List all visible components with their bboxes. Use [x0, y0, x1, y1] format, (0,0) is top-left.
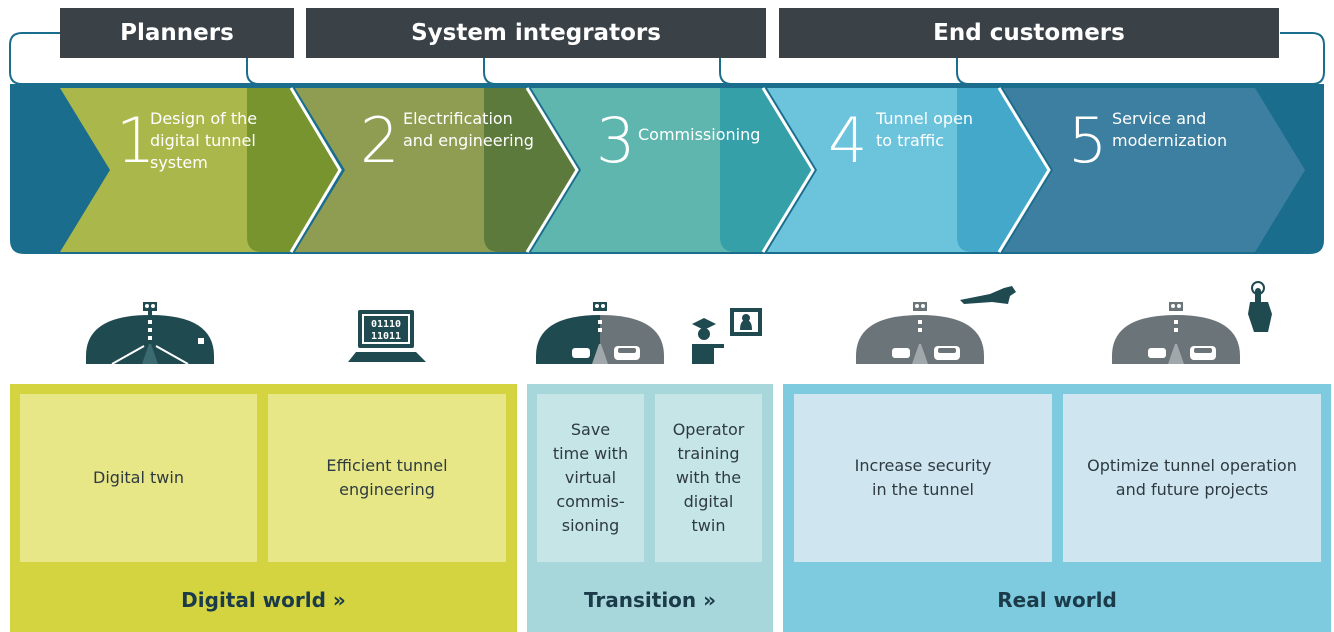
tunnel-icon: [86, 302, 214, 365]
digital-twin-box: Digital twin: [20, 394, 257, 562]
step-5-chevron: [1003, 88, 1305, 252]
step-2-number: 2: [360, 104, 400, 177]
optimize-operation-box: Optimize tunnel operation and future pro…: [1063, 394, 1321, 562]
tunnel-traffic-hand-icon: [856, 286, 1016, 364]
step-4-number: 4: [828, 104, 868, 177]
overlap-zone: [247, 88, 340, 252]
chevron-edge: [525, 87, 579, 253]
step-2-label: Electrification and engineering: [403, 109, 534, 150]
step-1-number: 1: [116, 104, 156, 177]
tunnel-traffic-icon: [536, 302, 664, 364]
bracket-divider: [956, 58, 970, 85]
step-1-label: Design of the digital tunnel system: [150, 109, 258, 172]
tab-end-customers: End customers: [779, 8, 1279, 58]
virtual-commissioning-box: Save time with virtual commis- sioning: [537, 394, 644, 562]
laptop-binary-icon: 01110 11011: [348, 310, 426, 362]
overlap-zone: [484, 88, 577, 252]
chevron-edge: [761, 87, 815, 253]
tab-planners: Planners: [60, 8, 294, 58]
process-diagram: [9, 32, 1325, 254]
operator-training-box: Operator training with the digital twin: [655, 394, 762, 562]
chevron-edge: [997, 87, 1051, 253]
efficient-engineering-box: Efficient tunnel engineering: [268, 394, 506, 562]
laptop-binary-line-1: 01110: [371, 319, 401, 330]
step-3-label: Commissioning: [638, 125, 761, 144]
tunnel-traffic-touch-icon: [1112, 281, 1272, 364]
step-4-label: Tunnel open to traffic: [876, 109, 974, 150]
tab-system-integrators: System integrators: [306, 8, 766, 58]
step-5-label: Service and modernization: [1112, 109, 1228, 150]
increase-security-box: Increase security in the tunnel: [794, 394, 1052, 562]
digital-world-label: Digital world »: [181, 588, 346, 612]
bracket-divider: [246, 58, 260, 85]
bracket-divider: [483, 58, 497, 85]
step-3-number: 3: [596, 104, 636, 177]
step-5-number: 5: [1068, 104, 1108, 177]
laptop-binary-line-2: 11011: [371, 331, 401, 342]
overlap-zone: [720, 88, 813, 252]
trainer-icon: [692, 308, 762, 364]
transition-label: Transition »: [583, 588, 717, 612]
overlap-zone: [957, 88, 1049, 252]
bracket-divider: [719, 58, 733, 85]
real-world-label: Real world: [997, 588, 1117, 612]
chevron-edge: [289, 87, 342, 253]
